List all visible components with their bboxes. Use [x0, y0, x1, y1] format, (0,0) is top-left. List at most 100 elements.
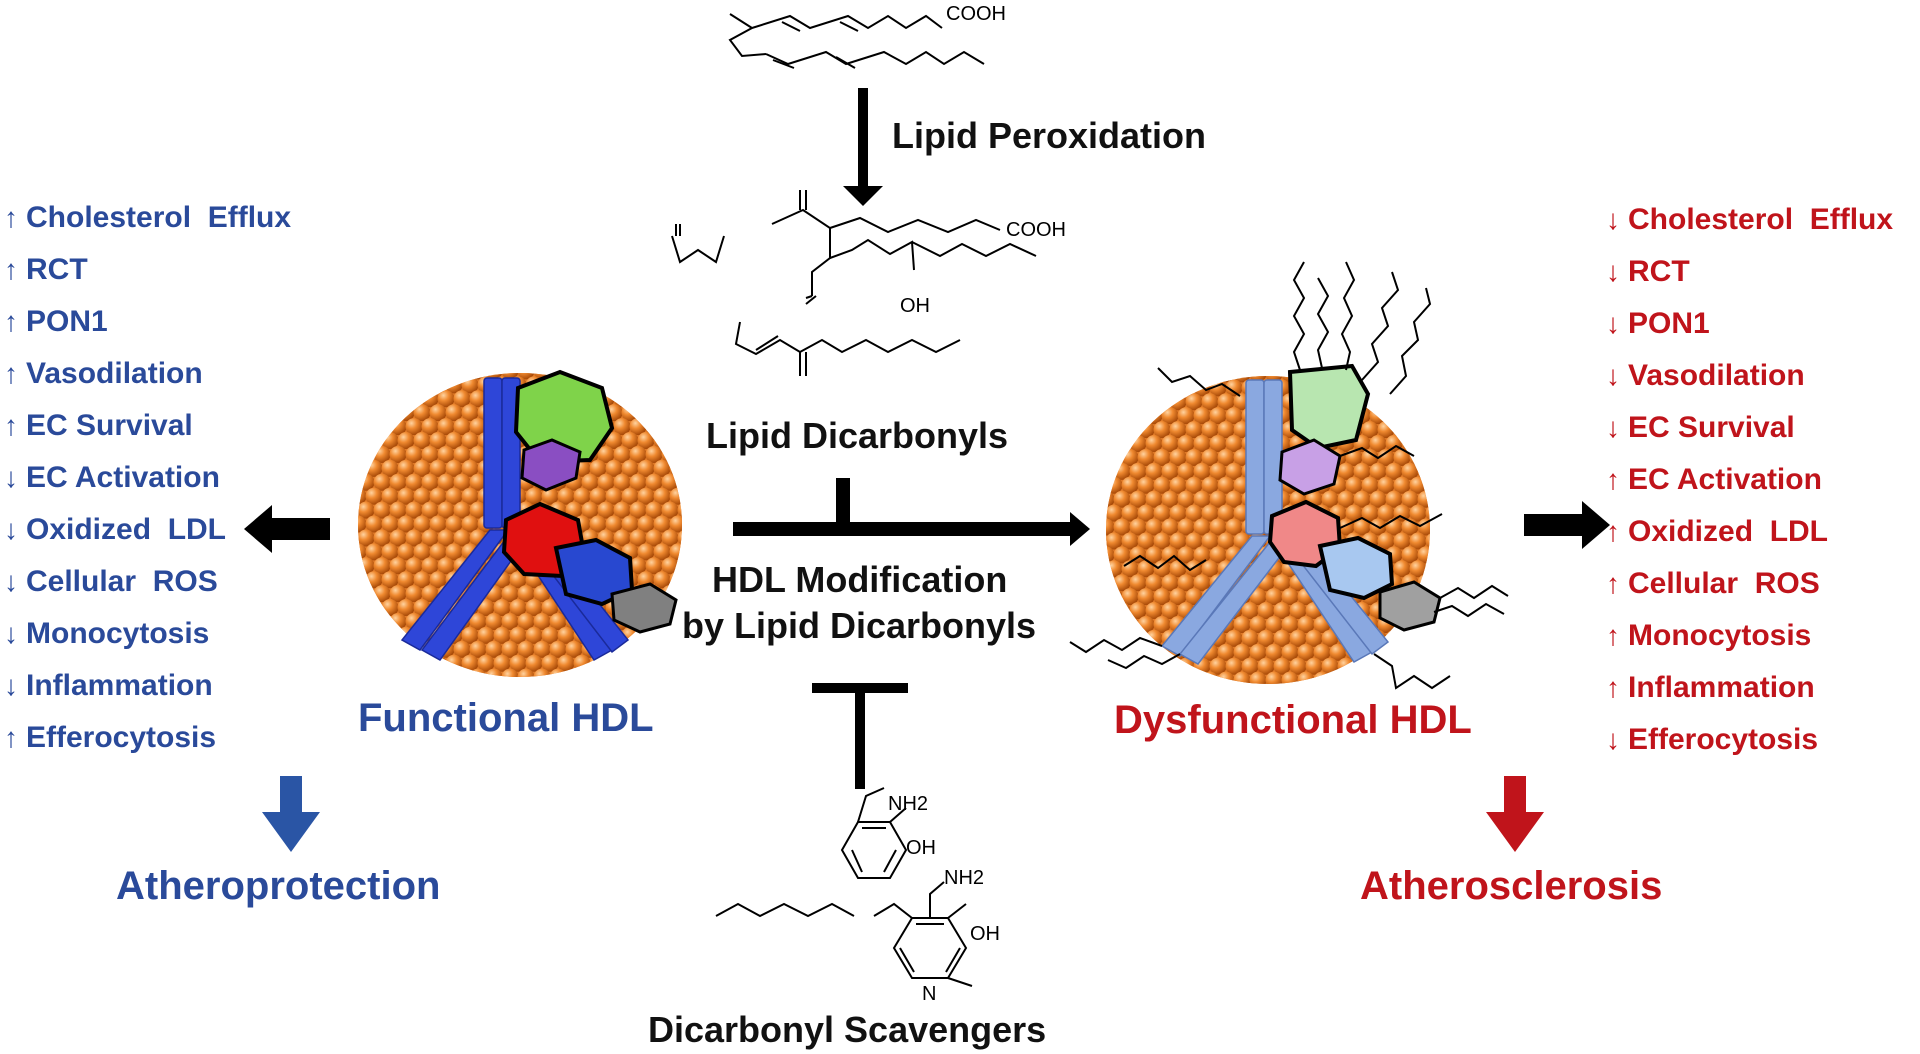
- modification-arrow: [733, 512, 1090, 546]
- effect-item: ↓ PON1: [1606, 298, 1893, 350]
- pyridoxamine-structure: [715, 881, 973, 987]
- n-label-pyridine: N: [922, 983, 937, 1005]
- effect-item: ↑ Cellular ROS: [1606, 558, 1893, 610]
- up-arrow-icon: ↑: [4, 306, 18, 337]
- effect-item: ↑ Cholesterol Efflux: [4, 192, 291, 244]
- down-arrow-icon: ↓: [4, 462, 18, 493]
- up-arrow-icon: ↑: [1606, 672, 1620, 703]
- up-arrow-icon: ↑: [4, 202, 18, 233]
- effect-label: Monocytosis: [1628, 619, 1812, 652]
- modified-proteins: [1267, 363, 1442, 632]
- effect-item: ↑ Inflammation: [1606, 662, 1893, 714]
- right-effect-arrow: [1524, 501, 1610, 549]
- effect-item: ↑ Monocytosis: [1606, 610, 1893, 662]
- effect-label: EC Activation: [1628, 463, 1822, 496]
- effect-label: Vasodilation: [1628, 359, 1805, 392]
- lipid-dicarbonyls-label: Lipid Dicarbonyls: [706, 415, 1009, 456]
- cooh-label-top: COOH: [946, 3, 1006, 25]
- effect-label: Cholesterol Efflux: [1628, 203, 1894, 236]
- effect-label: EC Survival: [26, 409, 193, 442]
- effect-item: ↓ Inflammation: [4, 660, 291, 712]
- oh-label-phenol: OH: [906, 837, 936, 859]
- down-arrow-icon: ↓: [4, 670, 18, 701]
- effect-item: ↑ Oxidized LDL: [1606, 506, 1893, 558]
- down-arrow-icon: ↓: [1606, 204, 1620, 235]
- functional-hdl-title: Functional HDL: [358, 696, 654, 740]
- effect-label: EC Activation: [26, 461, 220, 494]
- up-arrow-icon: ↑: [4, 722, 18, 753]
- scavenger-inhibition-bar: [812, 683, 908, 789]
- atherosclerosis-label: Atherosclerosis: [1360, 864, 1663, 908]
- effect-item: ↓ EC Survival: [1606, 402, 1893, 454]
- effect-label: Cellular ROS: [1628, 567, 1820, 600]
- effect-item: ↑ EC Activation: [1606, 454, 1893, 506]
- bound-proteins: [501, 369, 678, 634]
- cooh-label-mid: COOH: [1006, 219, 1066, 241]
- up-arrow-icon: ↑: [1606, 464, 1620, 495]
- atherosclerosis-arrow: [1486, 776, 1544, 852]
- peroxidation-arrow: [843, 88, 883, 206]
- effect-label: PON1: [26, 305, 108, 338]
- effect-label: PON1: [1628, 307, 1710, 340]
- effect-label: RCT: [26, 253, 88, 286]
- enone-dicarbonyl-structure: [734, 321, 961, 376]
- oh-label-mid: OH: [900, 295, 930, 317]
- effect-label: Vasodilation: [26, 357, 203, 390]
- hdl-modification-label-2: by Lipid Dicarbonyls: [682, 605, 1037, 646]
- up-arrow-icon: ↑: [4, 254, 18, 285]
- effect-item: ↓ Cholesterol Efflux: [1606, 194, 1893, 246]
- effect-label: Oxidized LDL: [26, 513, 227, 546]
- up-arrow-icon: ↑: [1606, 516, 1620, 547]
- effect-label: RCT: [1628, 255, 1690, 288]
- effect-label: Oxidized LDL: [1628, 515, 1829, 548]
- dysfunctional-effects-list: ↓ Cholesterol Efflux ↓ RCT ↓ PON1 ↓ Vasodilatio…: [1606, 194, 1893, 766]
- down-arrow-icon: ↓: [1606, 360, 1620, 391]
- malondialdehyde-structure: [671, 224, 725, 264]
- effect-label: Cellular ROS: [26, 565, 218, 598]
- functional-effects-list: ↑ Cholesterol Efflux ↑ RCT ↑ PON1 ↑ Vasodilatio…: [4, 192, 291, 764]
- effect-label: Efferocytosis: [26, 721, 217, 754]
- effect-label: Inflammation: [26, 669, 213, 702]
- down-arrow-icon: ↓: [4, 566, 18, 597]
- effect-label: EC Survival: [1628, 411, 1795, 444]
- effect-item: ↑ RCT: [4, 244, 291, 296]
- effect-label: Efferocytosis: [1628, 723, 1819, 756]
- down-arrow-icon: ↓: [4, 514, 18, 545]
- effect-item: ↑ Vasodilation: [4, 348, 291, 400]
- effect-item: ↓ Oxidized LDL: [4, 504, 291, 556]
- levuglandin-structure: [771, 190, 1037, 305]
- functional-hdl-particle: [358, 369, 682, 677]
- effect-item: ↓ EC Activation: [4, 452, 291, 504]
- down-arrow-icon: ↓: [1606, 308, 1620, 339]
- effect-item: ↓ Monocytosis: [4, 608, 291, 660]
- effect-item: ↑ PON1: [4, 296, 291, 348]
- effect-item: ↓ Efferocytosis: [1606, 714, 1893, 766]
- down-arrow-icon: ↓: [1606, 724, 1620, 755]
- dysfunctional-hdl-title: Dysfunctional HDL: [1114, 698, 1472, 742]
- oh-label-pyridine: OH: [970, 923, 1000, 945]
- hdl-modification-label: HDL Modification: [712, 559, 1008, 600]
- up-arrow-icon: ↑: [4, 410, 18, 441]
- effect-label: Monocytosis: [26, 617, 210, 650]
- nh2-label-bottom: NH2: [944, 867, 985, 889]
- dicarbonyl-scavengers-label: Dicarbonyl Scavengers: [648, 1009, 1047, 1050]
- fatty-acid-structure: [728, 13, 985, 69]
- dysfunctional-hdl-particle: [1069, 261, 1509, 690]
- hydroxybenzylamine-structure: [840, 787, 908, 879]
- effect-label: Inflammation: [1628, 671, 1815, 704]
- lipid-adduct-chains: [1069, 261, 1509, 690]
- effect-item: ↓ Vasodilation: [1606, 350, 1893, 402]
- effect-label: Cholesterol Efflux: [26, 201, 292, 234]
- down-arrow-icon: ↓: [4, 618, 18, 649]
- up-arrow-icon: ↑: [4, 358, 18, 389]
- down-arrow-icon: ↓: [1606, 412, 1620, 443]
- atheroprotection-label: Atheroprotection: [116, 864, 441, 908]
- up-arrow-icon: ↑: [1606, 568, 1620, 599]
- inhibition-connector: [836, 478, 850, 522]
- effect-item: ↑ Efferocytosis: [4, 712, 291, 764]
- down-arrow-icon: ↓: [1606, 256, 1620, 287]
- up-arrow-icon: ↑: [1606, 620, 1620, 651]
- effect-item: ↓ Cellular ROS: [4, 556, 291, 608]
